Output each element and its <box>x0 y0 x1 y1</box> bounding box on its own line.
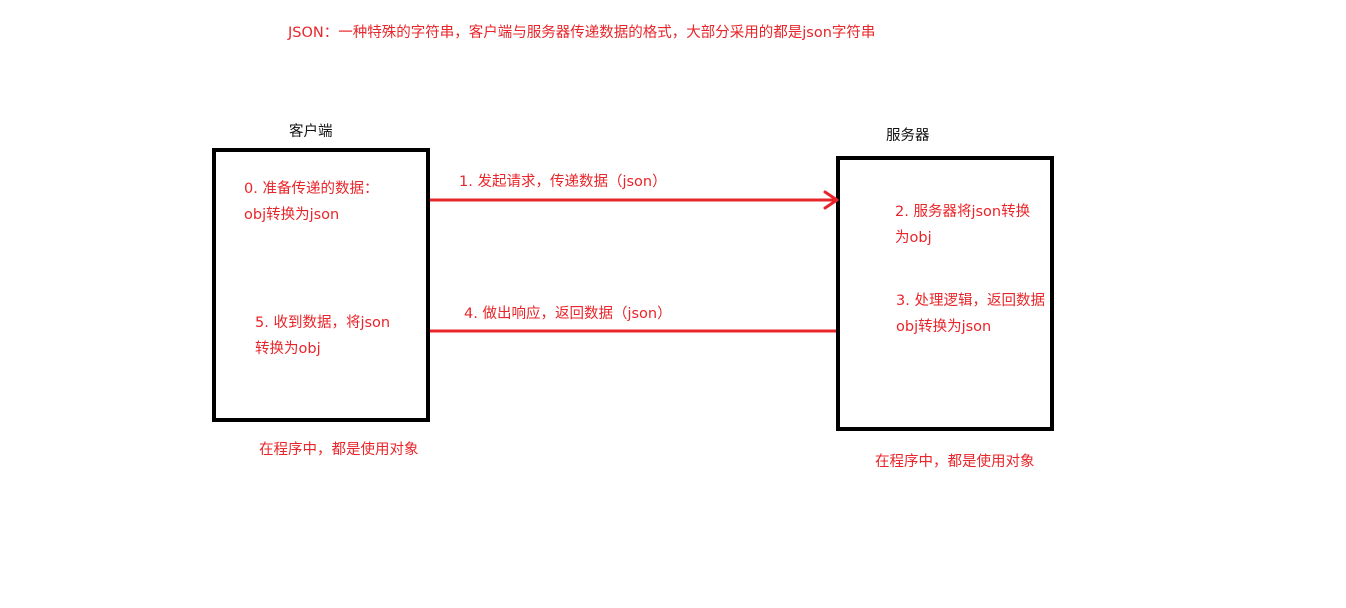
server-label: 服务器 <box>886 128 930 144</box>
client-step5-line1: 5. 收到数据，将json <box>255 315 391 331</box>
client-step0-line1: 0. 准备传递的数据： <box>244 181 379 197</box>
response-arrow-label: 4. 做出响应，返回数据（json） <box>464 306 672 322</box>
server-step3-line1: 3. 处理逻辑，返回数据 <box>896 293 1045 309</box>
client-step5-line2: 转换为obj <box>255 341 321 357</box>
server-step3-line2: obj转换为json <box>896 319 992 335</box>
server-box <box>836 156 1054 431</box>
client-label: 客户端 <box>289 124 333 140</box>
client-note: 在程序中，都是使用对象 <box>259 442 419 458</box>
request-arrow-label: 1. 发起请求，传递数据（json） <box>459 174 667 190</box>
server-note: 在程序中，都是使用对象 <box>875 454 1035 470</box>
server-step2-line2: 为obj <box>895 230 932 246</box>
client-step0-line2: obj转换为json <box>244 207 340 223</box>
client-box <box>212 148 430 422</box>
request-arrow-head-icon <box>823 190 839 210</box>
server-step2-line1: 2. 服务器将json转换 <box>895 204 1031 220</box>
diagram-title: JSON：一种特殊的字符串，客户端与服务器传递数据的格式，大部分采用的都是jso… <box>288 25 876 41</box>
